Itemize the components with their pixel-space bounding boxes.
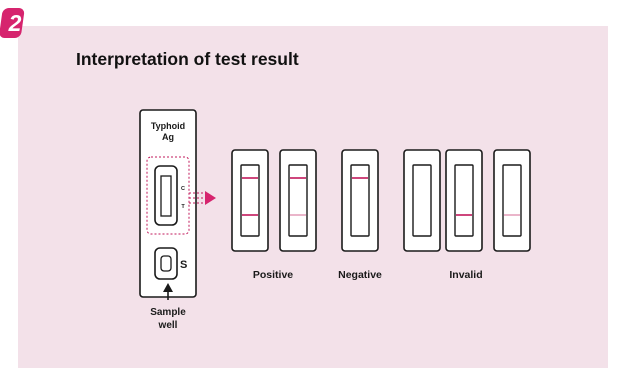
- page-title: Interpretation of test result: [76, 49, 299, 69]
- zoom-dashes: [189, 192, 205, 204]
- result-zone-highlight: [146, 156, 190, 235]
- sample-label-line1: Sample: [150, 307, 186, 318]
- zoom-pointer: [189, 191, 216, 205]
- negative-label: Negative: [338, 269, 382, 281]
- sample-well-pointer: Sample well: [150, 283, 186, 331]
- sample-arrow-head: [163, 283, 173, 292]
- cassette-negative: [341, 149, 379, 252]
- cassette-invalid-3: [493, 149, 531, 252]
- arrow-right-icon: [205, 191, 216, 205]
- sample-label-line2: well: [158, 320, 178, 331]
- test-line-marker: T: [181, 204, 185, 210]
- cassette-positive-1: [231, 149, 269, 252]
- control-line-marker: C: [181, 186, 185, 192]
- test-device: Typhoid Ag C T S: [139, 109, 197, 298]
- sample-well-inner: [160, 255, 172, 272]
- step-badge: 2: [0, 8, 25, 38]
- cassette-positive-2: [279, 149, 317, 252]
- step-number: 2: [8, 10, 22, 36]
- device-name-line2: Ag: [162, 132, 174, 142]
- positive-label: Positive: [253, 269, 293, 281]
- device-name-line1: Typhoid: [151, 121, 185, 131]
- cassette-invalid-1: [403, 149, 441, 252]
- sample-marker: S: [180, 259, 187, 271]
- invalid-label: Invalid: [449, 269, 482, 281]
- cassette-invalid-2: [445, 149, 483, 252]
- result-window-inner: [160, 175, 172, 217]
